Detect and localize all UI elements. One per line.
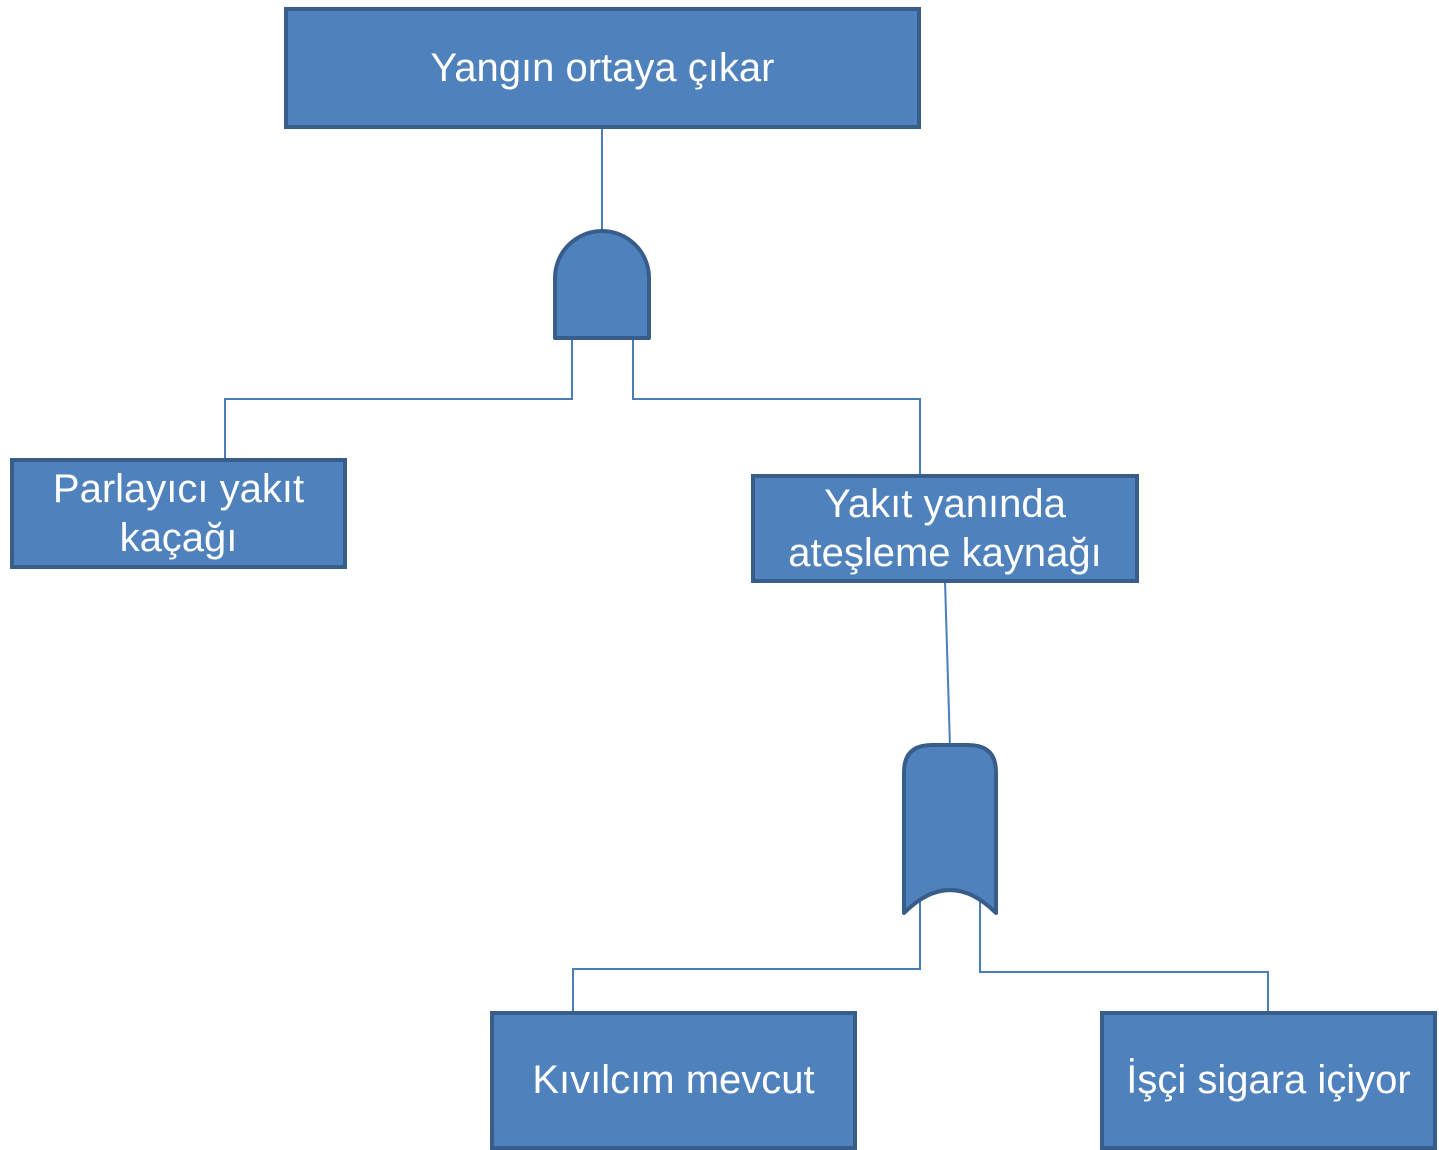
- connector-or-gate-to-smoking: [979, 888, 1269, 1040]
- or-gate: [902, 743, 998, 915]
- connector-and-gate-to-fuel-leak: [224, 339, 573, 460]
- node-worker-smoking-label: İşçi sigara içiyor: [1126, 1058, 1411, 1103]
- and-gate: [553, 229, 651, 340]
- node-top-event-label: Yangın ortaya çıkar: [430, 45, 775, 90]
- node-spark-present-label: Kıvılcım mevcut: [532, 1058, 815, 1103]
- node-top-event: Yangın ortaya çıkar: [284, 7, 921, 129]
- node-fuel-leak-label: Parlayıcı yakıt kaçağı: [52, 466, 305, 560]
- connector-ignition-to-or-gate: [944, 580, 951, 748]
- node-fuel-leak: Parlayıcı yakıt kaçağı: [10, 458, 347, 569]
- node-spark-present: Kıvılcım mevcut: [490, 1011, 857, 1150]
- connector-or-gate-to-spark: [572, 890, 921, 1032]
- node-ignition-near-fuel: Yakıt yanında ateşleme kaynağı: [751, 474, 1139, 583]
- node-worker-smoking: İşçi sigara içiyor: [1100, 1011, 1437, 1150]
- connector-and-gate-to-ignition: [632, 339, 921, 476]
- node-ignition-near-fuel-label: Yakıt yanında ateşleme kaynağı: [788, 481, 1102, 575]
